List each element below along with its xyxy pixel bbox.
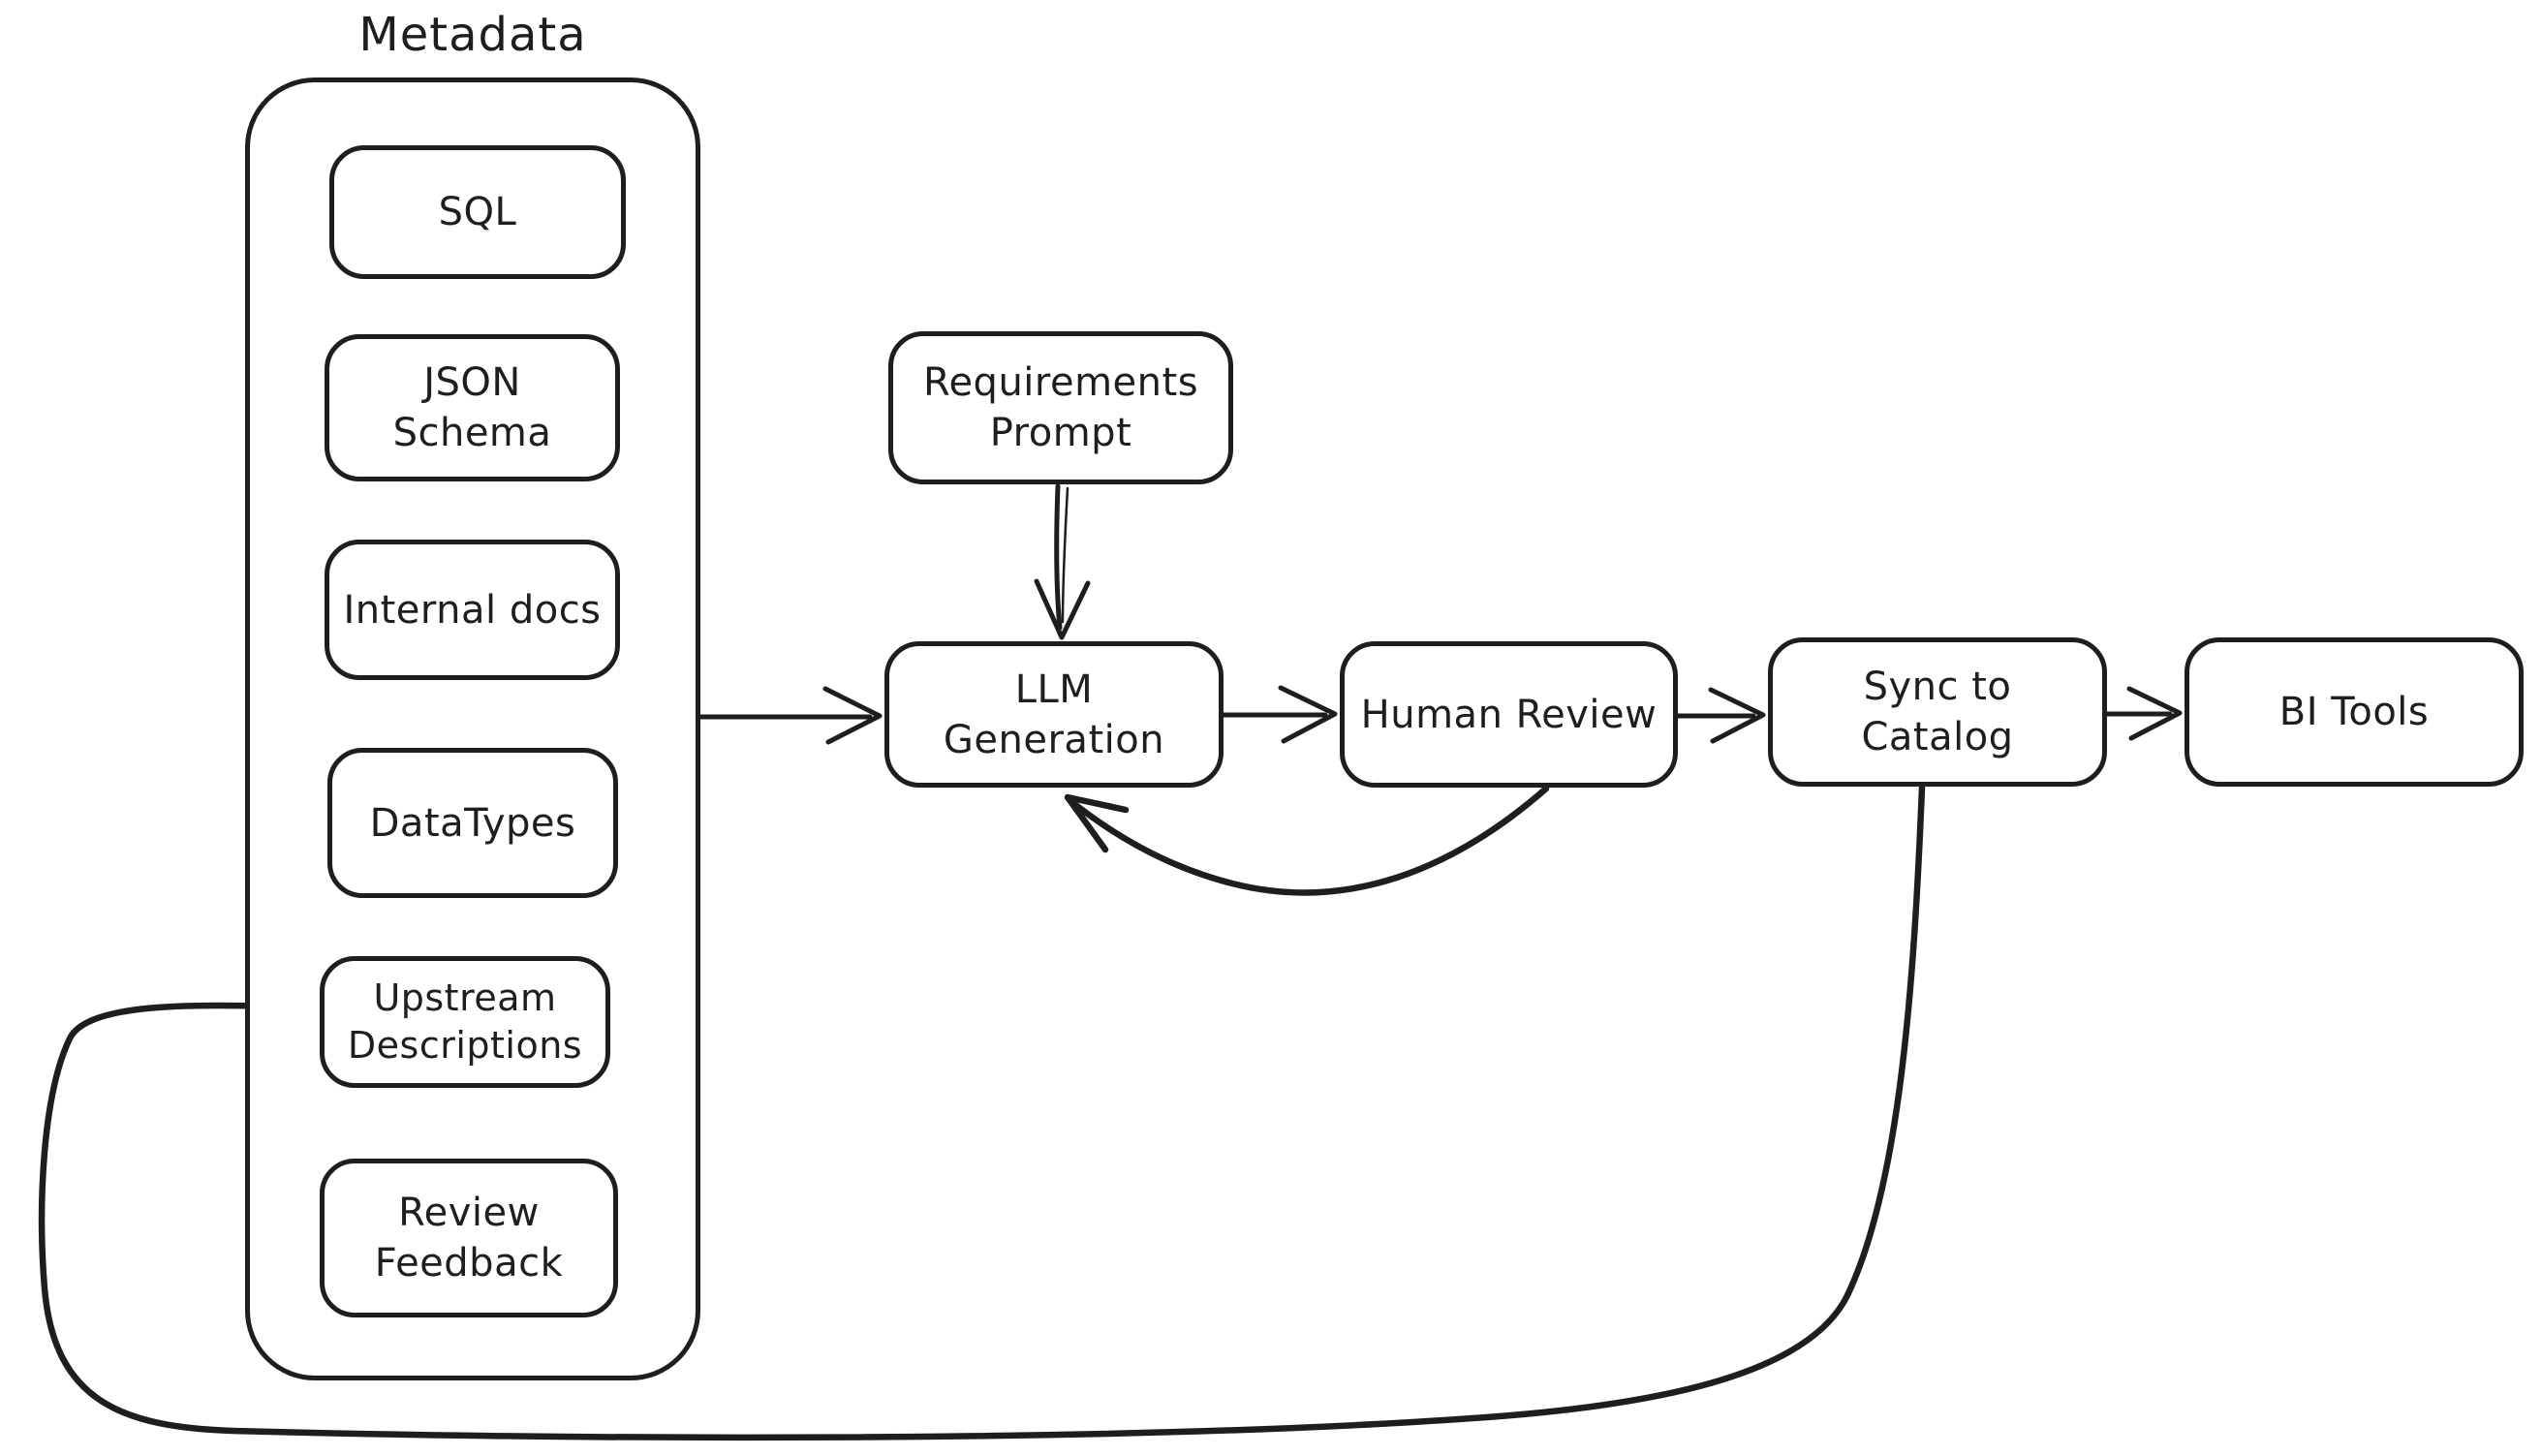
arrow-requirements-prompt-second-stroke [1061, 486, 1069, 624]
arrow-requirements-prompt-to-llm-generation [1054, 483, 1063, 631]
arrowhead-llm-generation-to-human-review [1278, 685, 1338, 744]
arrowhead-metadata-to-llm-generation [822, 686, 883, 745]
arrowhead-human-review-to-llm-generation [1064, 793, 1130, 853]
node-sync-to-catalog: Sync to Catalog [1768, 637, 2107, 787]
arrowhead-sync-to-catalog-to-bi-tools [2126, 686, 2183, 741]
node-datatypes-label: DataTypes [369, 800, 576, 846]
node-datatypes: DataTypes [327, 748, 618, 898]
arrow-human-review-to-llm-generation [1069, 785, 1550, 896]
node-requirements-prompt: Requirements Prompt [888, 331, 1233, 484]
node-requirements-prompt-label: Requirements Prompt [922, 360, 1199, 455]
arrowhead-human-review-to-sync-to-catalog [1708, 687, 1766, 744]
node-human-review: Human Review [1340, 641, 1678, 788]
node-internal-docs: Internal docs [325, 540, 620, 680]
node-llm-generation-label: LLM Generation [943, 666, 1165, 762]
node-upstream-descriptions: Upstream Descriptions [320, 956, 610, 1088]
node-review-feedback: Review Feedback [320, 1159, 618, 1317]
node-sync-to-catalog-label: Sync to Catalog [1861, 665, 2014, 759]
arrowhead-requirements-prompt-to-llm-generation [1034, 578, 1091, 640]
node-human-review-label: Human Review [1360, 692, 1658, 737]
node-json-schema-label: JSON Schema [392, 360, 552, 455]
node-sql: SQL [329, 145, 626, 279]
node-bi-tools-label: BI Tools [2278, 690, 2430, 734]
node-upstream-descriptions-label: Upstream Descriptions [347, 976, 583, 1067]
node-bi-tools: BI Tools [2185, 637, 2524, 787]
node-review-feedback-label: Review Feedback [374, 1191, 564, 1286]
metadata-group-label: Metadata [358, 8, 587, 62]
node-json-schema: JSON Schema [325, 334, 620, 481]
node-internal-docs-label: Internal docs [343, 587, 602, 633]
node-llm-generation: LLM Generation [884, 641, 1224, 788]
node-sql-label: SQL [438, 190, 517, 234]
